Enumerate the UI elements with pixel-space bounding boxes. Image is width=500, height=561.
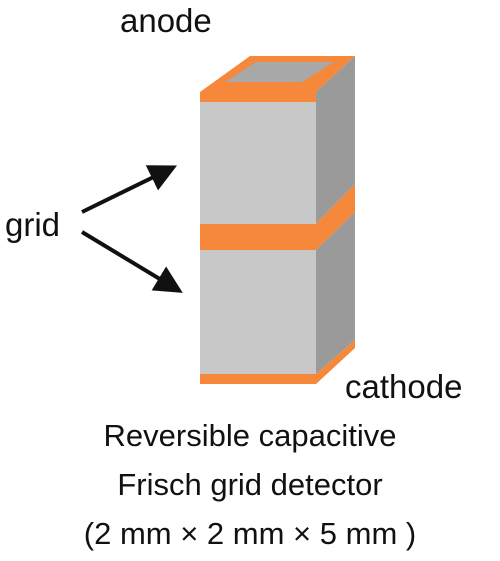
lower-front-face: [200, 250, 316, 374]
caption-line-1: Reversible capacitive: [104, 418, 397, 453]
caption-line-2: Frisch grid detector: [117, 467, 382, 502]
grid-label: grid: [5, 206, 60, 243]
upper-side-face: [316, 56, 355, 224]
grid-arrow-upper: [81, 165, 178, 214]
cathode-side-edge: [316, 340, 355, 384]
anode-front-edge: [200, 92, 316, 102]
anode-label: anode: [120, 2, 212, 39]
grid-arrow-lower: [80, 230, 183, 293]
top-face: [225, 62, 334, 82]
upper-front-face: [200, 100, 316, 224]
lower-side-face: [316, 212, 355, 374]
caption-line-3: (2 mm × 2 mm × 5 mm ): [84, 516, 416, 551]
grid-band-front: [200, 224, 316, 250]
grid-band-side: [316, 184, 355, 250]
cathode-label: cathode: [345, 368, 462, 405]
detector-block: [200, 56, 355, 384]
cathode-front-edge: [200, 374, 316, 384]
